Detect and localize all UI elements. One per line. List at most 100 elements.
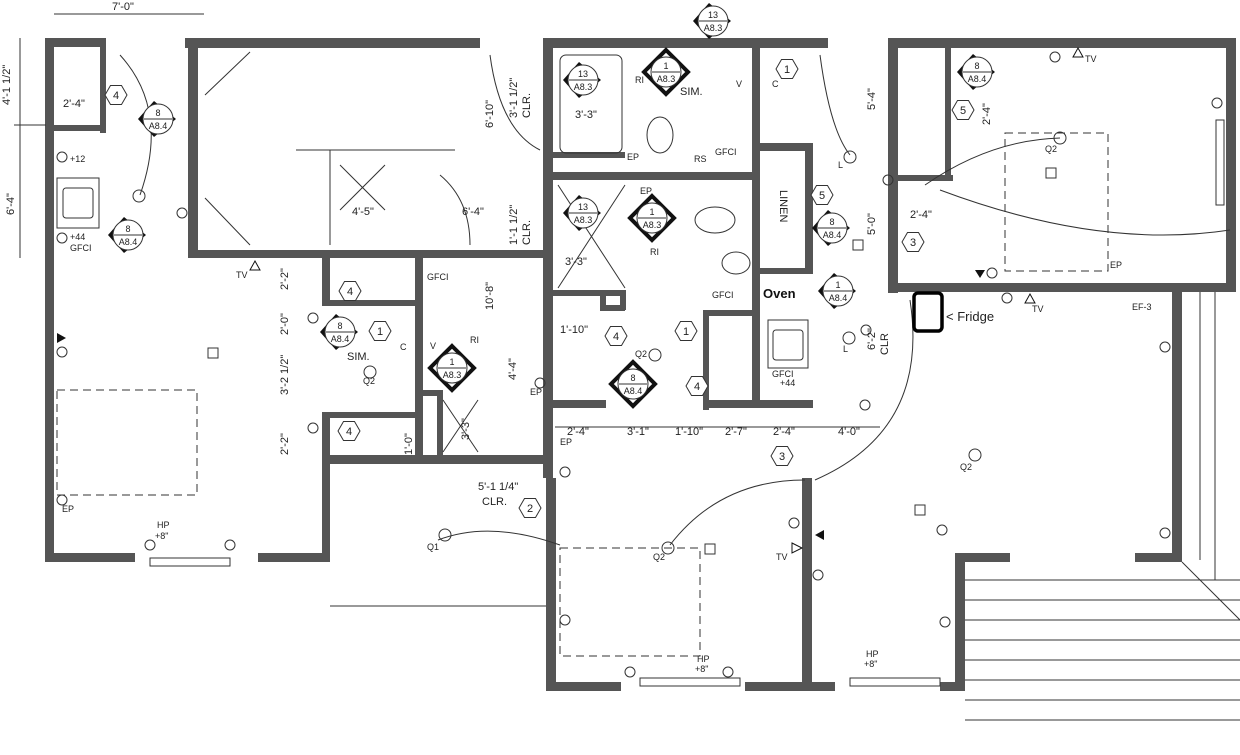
walls [45, 38, 1236, 691]
ep-label-3: EP [560, 437, 572, 447]
dim-kitchen-h3: 6'-2" [866, 328, 878, 350]
q2-label-2: Q2 [635, 349, 647, 359]
hp-right-label: HP [866, 649, 879, 659]
sink-bath [721, 251, 751, 275]
detail-tag-ref: A8.4 [829, 293, 848, 303]
dim-left-upper: 4'-1 1/2" [1, 65, 13, 105]
dim-bed-h: 2'-4" [981, 103, 993, 125]
detail-tag-number: 8 [337, 321, 342, 331]
dim-hall-h: 6'-10" [484, 100, 496, 128]
wall-bath-small [553, 290, 625, 296]
wall-bath-h0 [553, 152, 625, 158]
outlet-icon [939, 616, 951, 628]
outlet-icon [559, 614, 571, 626]
dim-bottom-6: 4'-0" [838, 426, 860, 438]
l-label-2: L [843, 344, 848, 354]
outlet-icon [176, 207, 188, 219]
washer-left-inner [62, 187, 94, 219]
gfci-label-left: GFCI [70, 243, 92, 253]
wall-mid-closet3 [330, 412, 418, 418]
detail-tag: 1A8.3 [627, 193, 677, 243]
wall-shower-box2 [437, 390, 443, 458]
hex-tag: 1 [775, 59, 799, 79]
thin-lines [14, 13, 1240, 721]
wall-mid-closet2 [330, 300, 418, 306]
deck-diag [1181, 561, 1240, 621]
outlet-icon [1001, 292, 1013, 304]
detail-tag-ref: A8.3 [443, 370, 462, 380]
q2-label-3: Q2 [653, 552, 665, 562]
detail-tag: 1A8.4 [818, 273, 856, 309]
outlet-icon [1159, 341, 1171, 353]
outlet-icon [624, 666, 636, 678]
l-label-1: L [838, 160, 843, 170]
hex-tag-label: 1 [784, 64, 790, 76]
phone-jack-icon [975, 270, 985, 278]
dim-bed-w: 2'-4" [910, 209, 932, 221]
tv-outlet-icon [1072, 46, 1084, 58]
dim-kitchen-h2: 5'-0" [866, 213, 878, 235]
ep-label-5: EP [640, 186, 652, 196]
wall-left-closet-h [54, 125, 104, 131]
smoke-detector-icon [704, 543, 716, 555]
hex-tag-label: 4 [347, 286, 353, 298]
outlet-icon [534, 377, 546, 389]
gfci-plus44-label: +44 [70, 232, 85, 242]
door-swing-7 [939, 189, 1231, 236]
dim-bottom-1: 2'-4" [567, 426, 589, 438]
outlet-icon [56, 346, 68, 358]
rs-label: RS [694, 154, 707, 164]
wall-right-step-h [955, 553, 1010, 562]
label-clr-2: CLR. [521, 220, 533, 245]
sim-label-1: SIM. [680, 86, 703, 98]
wall-mid-h1 [322, 455, 550, 464]
dim-clr-upper: 3'-1 1/2" [508, 78, 520, 118]
dashed-area-left [56, 389, 198, 496]
wall-linen-top [752, 143, 812, 151]
detail-tag-number: 13 [578, 202, 588, 212]
outlet-icon [986, 267, 998, 279]
ep-label-2: EP [530, 387, 542, 397]
wall-right-step-v [955, 553, 965, 691]
hex-tag-label: 3 [779, 451, 785, 463]
dim-bottom-4: 2'-7" [725, 426, 747, 438]
detail-tag: 1A8.3 [641, 47, 691, 97]
phone-jack-icon [815, 530, 824, 540]
light-fixture-icon [1053, 131, 1067, 145]
hex-tag: 1 [674, 321, 698, 341]
wall-bath-v [752, 48, 760, 408]
detail-tag-number: 13 [708, 10, 718, 20]
dim-closet-w: 2'-4" [63, 98, 85, 110]
ri-label-1: RI [635, 75, 644, 85]
wall-right-top [888, 38, 1236, 48]
wall-left-bottom [45, 553, 135, 562]
hex-tag-label: 2 [527, 503, 533, 515]
dim-bath-w2: 3'-3" [565, 256, 587, 268]
hex-tag: 3 [770, 446, 794, 466]
wall-center-top [543, 38, 828, 48]
outlet-icon [56, 151, 68, 163]
detail-tag: 1A8.3 [427, 343, 477, 393]
dim-shower-w: 1'-0" [403, 433, 415, 455]
dim-right-h: 4'-4" [507, 358, 519, 380]
outlet-icon [144, 539, 156, 551]
dim-bottom-3: 1'-10" [675, 426, 703, 438]
ep-label-1: EP [62, 504, 74, 514]
outlet-icon [1049, 51, 1061, 63]
outlet-icon [788, 517, 800, 529]
detail-tag: 8A8.4 [320, 314, 358, 350]
wall-bottom-left-v [546, 478, 556, 690]
wall-bath-h1 [553, 172, 758, 180]
wall-linen-v [805, 143, 813, 273]
dim-mid-h4: 2'-2" [279, 433, 291, 455]
hex-tag: 5 [810, 185, 834, 205]
fridge-box [912, 291, 944, 333]
wall-bottom-h3 [940, 682, 965, 691]
q1-label: Q1 [427, 542, 439, 552]
detail-tag-ref: A8.3 [657, 74, 676, 84]
c-label-1: C [772, 79, 779, 89]
q2-label-1: Q2 [363, 376, 375, 386]
plus12-label: +12 [70, 154, 85, 164]
dim-mid-h3: 3'-2 1/2" [279, 355, 291, 395]
